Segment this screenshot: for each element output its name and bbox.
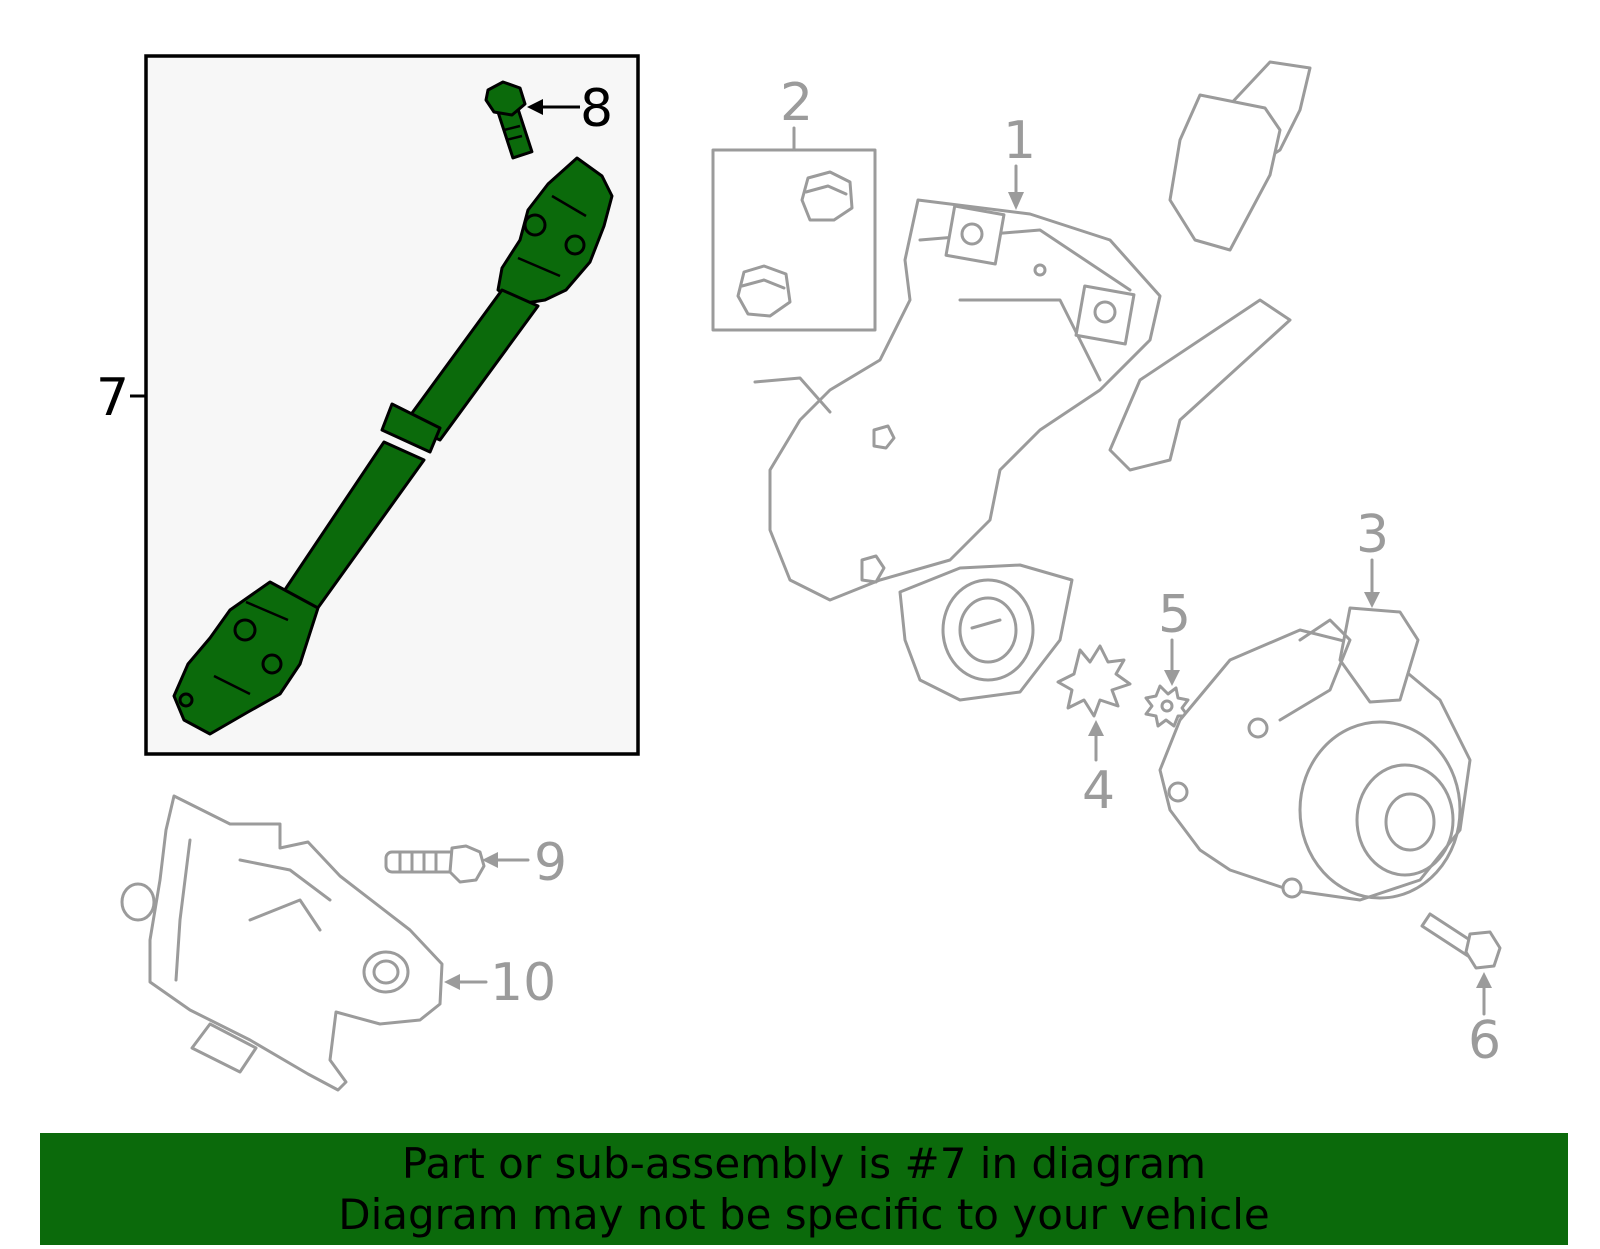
disclaimer-banner: Part or sub-assembly is #7 in diagram Di… <box>40 1133 1568 1245</box>
svg-text:1: 1 <box>1003 111 1036 171</box>
motor-part-3[interactable] <box>1158 606 1472 902</box>
bracket-part-10[interactable] <box>120 794 444 1092</box>
svg-text:7: 7 <box>96 368 129 428</box>
svg-text:2: 2 <box>780 73 813 133</box>
svg-text:4: 4 <box>1082 761 1115 821</box>
callout-5[interactable]: 5 <box>1158 585 1191 686</box>
callout-4[interactable]: 4 <box>1082 720 1115 821</box>
bolt-part-6[interactable] <box>1420 912 1502 970</box>
callout-9[interactable]: 9 <box>482 833 567 893</box>
bolt-part-8[interactable] <box>484 80 534 160</box>
svg-text:3: 3 <box>1356 505 1389 565</box>
steering-column-part-1[interactable] <box>753 60 1312 702</box>
svg-text:10: 10 <box>490 953 556 1013</box>
coupler-part-4[interactable] <box>1056 644 1132 718</box>
banner-line-2: Diagram may not be specific to your vehi… <box>338 1190 1270 1239</box>
banner-line-1: Part or sub-assembly is #7 in diagram <box>401 1139 1207 1188</box>
svg-text:8: 8 <box>580 79 613 139</box>
callout-8[interactable]: 8 <box>527 79 613 139</box>
nut-kit-part-2[interactable] <box>711 148 877 332</box>
svg-text:6: 6 <box>1468 1011 1501 1071</box>
steering-shaft-part-7[interactable] <box>172 156 614 736</box>
svg-text:9: 9 <box>534 833 567 893</box>
bolt-part-9[interactable] <box>384 844 486 884</box>
callout-6[interactable]: 6 <box>1468 972 1501 1071</box>
callout-3[interactable]: 3 <box>1356 505 1389 608</box>
gear-part-5[interactable] <box>1144 684 1190 728</box>
callout-10[interactable]: 10 <box>444 953 556 1013</box>
callout-2[interactable]: 2 <box>780 73 813 152</box>
callout-7[interactable]: 7 <box>96 368 146 428</box>
callout-1[interactable]: 1 <box>1003 111 1036 210</box>
svg-text:5: 5 <box>1158 585 1191 645</box>
